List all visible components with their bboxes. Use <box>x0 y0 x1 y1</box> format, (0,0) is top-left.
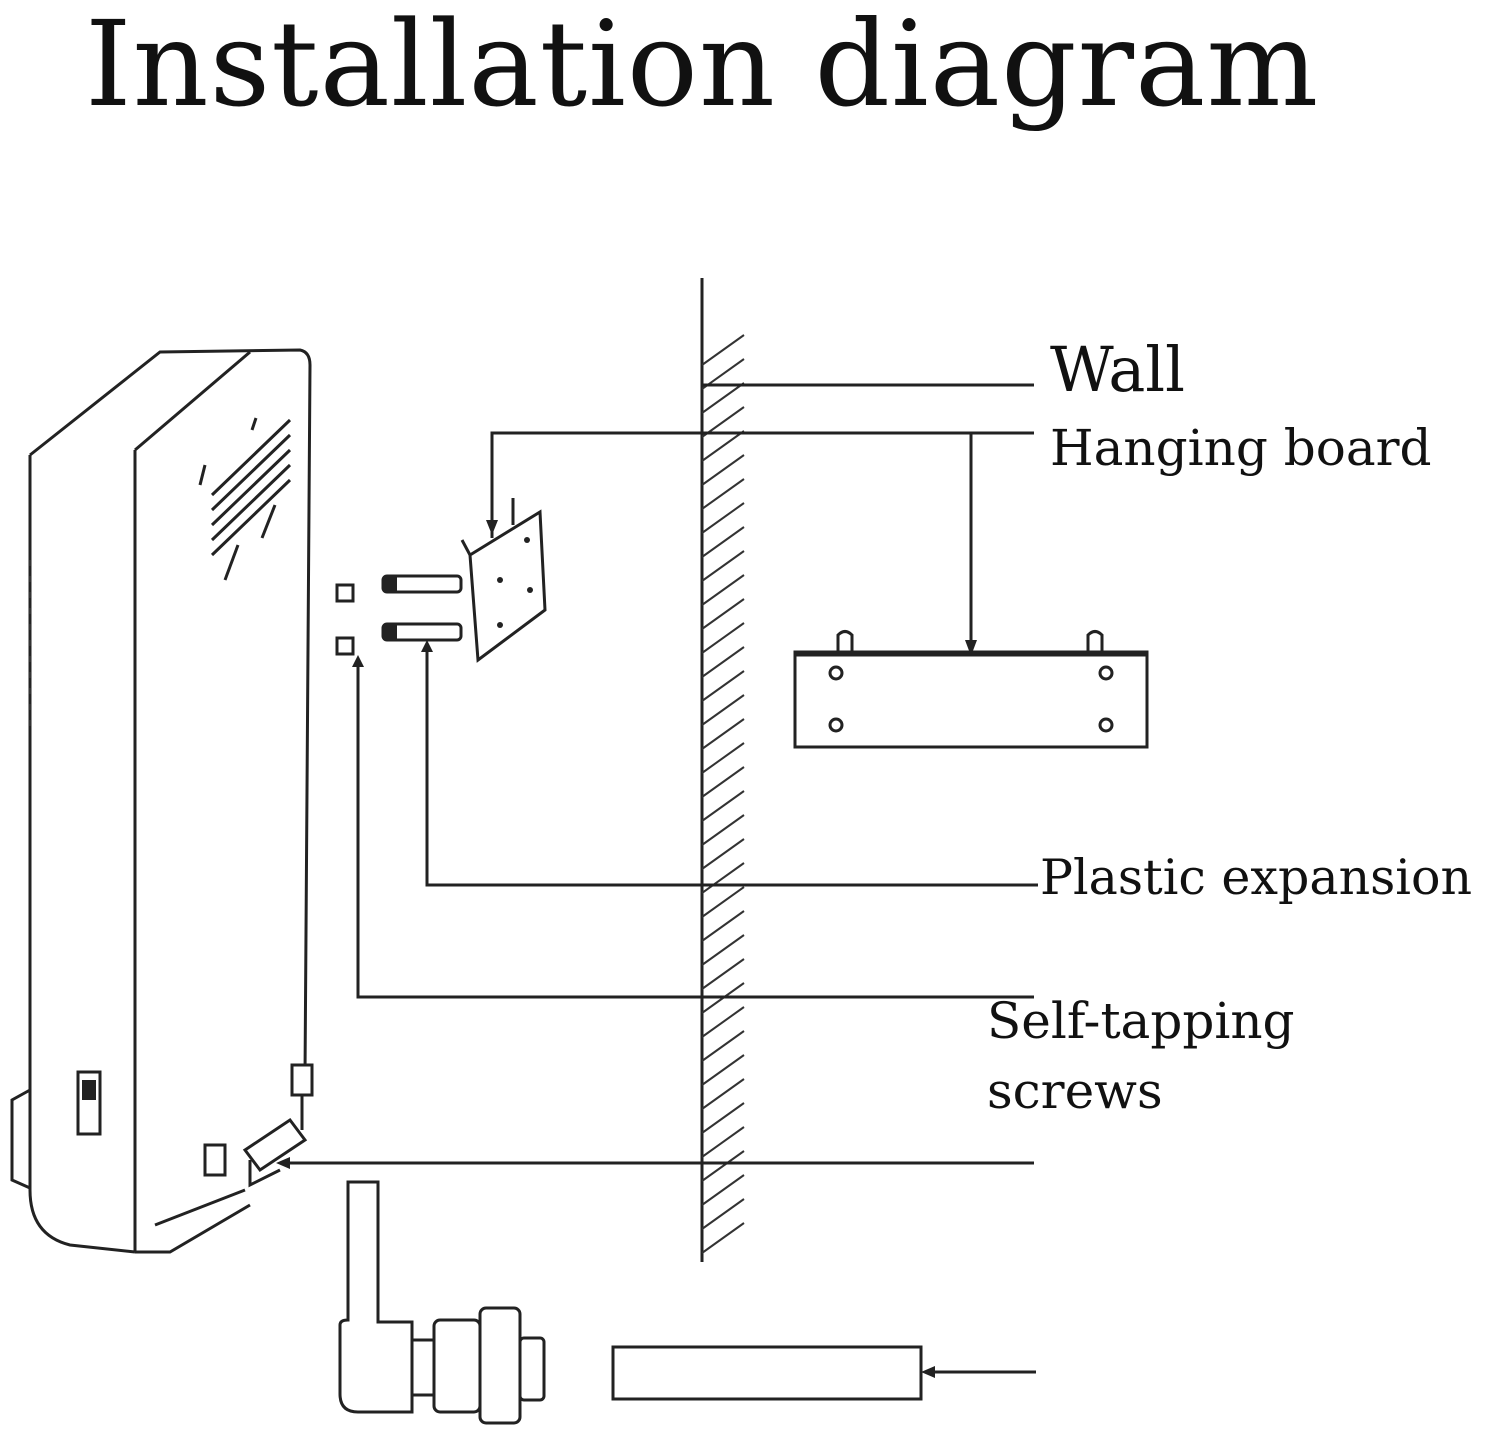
wall-hatch-line <box>701 694 745 726</box>
water-pipe <box>611 1345 923 1401</box>
heater-top-edge <box>29 348 312 1076</box>
wall-hatch-line <box>701 790 745 822</box>
label-hanging-board: Hanging board <box>1050 419 1432 477</box>
wall-hatch-line <box>701 1174 745 1206</box>
heater-unit <box>10 348 314 1254</box>
outlet-fitting-base <box>248 1160 281 1188</box>
wall-hatch-line <box>701 1222 745 1254</box>
board-hole <box>1098 665 1114 681</box>
plastic-anchor-bottom-head <box>383 624 397 640</box>
connector-collar <box>478 1306 522 1425</box>
wall-hatch-line <box>701 550 745 582</box>
wall-hatch-line <box>701 1150 745 1182</box>
wall-hatch-line <box>701 718 745 750</box>
wall-hatching <box>701 334 745 1254</box>
screw-head-top <box>335 583 355 603</box>
wall-hatch-line <box>701 1006 745 1038</box>
wall-hatch-line <box>701 478 745 510</box>
outlet-port <box>203 1143 227 1177</box>
wall-hatch-line <box>701 454 745 486</box>
leader-lines <box>276 383 1038 1378</box>
fasteners <box>335 574 463 656</box>
wall-hatch-line <box>701 958 745 990</box>
board-hook-right <box>1086 630 1104 652</box>
wall-hatch-line <box>701 382 745 414</box>
wall-hatch-line <box>701 334 745 366</box>
wall-hatch-line <box>701 838 745 870</box>
wall-hatch-line <box>701 526 745 558</box>
wall-hatch-line <box>701 670 745 702</box>
bracket-clip <box>290 1063 314 1097</box>
heater-bottom-edge <box>135 1203 251 1254</box>
leader-plastic-expansion <box>425 650 1038 887</box>
wall-hatch-line <box>701 814 745 846</box>
wall <box>700 278 745 1262</box>
elbow-connector <box>338 1180 414 1414</box>
leader-hanging-board <box>490 431 1034 520</box>
board-hole <box>1098 717 1114 733</box>
board-plate <box>468 509 547 663</box>
label-self-tapping-screws: Self-tapping screws <box>987 992 1295 1120</box>
wall-hatch-line <box>701 1198 745 1230</box>
pipe-fitting <box>338 1180 546 1425</box>
connector-neck <box>410 1338 436 1397</box>
wall-hatch-line <box>701 886 745 918</box>
wall-hatch-line <box>701 1126 745 1158</box>
wall-hatch-line <box>701 430 745 462</box>
wall-hatch-line <box>701 766 745 798</box>
wall-hatch-line <box>701 574 745 606</box>
wall-hatch-line <box>701 646 745 678</box>
wall-hatch-line <box>701 1102 745 1134</box>
wall-hatch-line <box>701 934 745 966</box>
label-wall: Wall <box>1050 333 1185 406</box>
label-plastic-expansion: Plastic expansion <box>1040 849 1473 906</box>
wall-hatch-line <box>701 862 745 894</box>
board-hole <box>828 665 844 681</box>
board-hole <box>828 717 844 733</box>
drip-tray <box>154 1188 246 1227</box>
connector-nut <box>432 1318 482 1414</box>
wall-hatch-line <box>701 622 745 654</box>
connector-end <box>518 1336 546 1402</box>
diagram-title: Installation diagram <box>85 0 1320 133</box>
outlet-fitting <box>242 1117 308 1173</box>
side-knob <box>10 1088 31 1190</box>
wall-hatch-line <box>701 598 745 630</box>
wall-hatch-line <box>701 1078 745 1110</box>
hanging-board-perspective <box>460 498 547 663</box>
power-switch-toggle <box>82 1080 96 1100</box>
wall-hatch-line <box>701 910 745 942</box>
hanging-board-flat <box>793 630 1149 749</box>
heater-side-face <box>28 455 136 1254</box>
wall-hatch-line <box>701 742 745 774</box>
heater-front-top-edge <box>134 350 251 452</box>
wall-hatch-line <box>701 1054 745 1086</box>
board-hook-left <box>836 630 854 652</box>
plastic-anchor-top-head <box>383 576 397 592</box>
leader-self-tapping-screws <box>356 665 1034 999</box>
wall-hatch-line <box>701 1030 745 1062</box>
vent-grille <box>198 417 292 581</box>
screw-head-bottom <box>335 636 355 656</box>
board-flat-plate <box>793 650 1149 749</box>
wall-hatch-line <box>701 502 745 534</box>
board-lip <box>460 539 472 556</box>
